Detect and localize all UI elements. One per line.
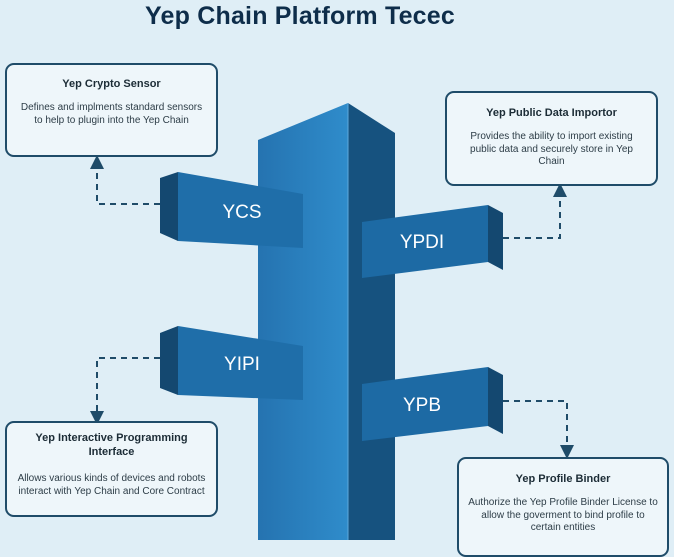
arm-yipi-label: YIPI	[224, 354, 260, 375]
diagram-title: Yep Chain Platform Tecec	[145, 2, 455, 30]
box-ypdi-title: Yep Public Data Importor	[486, 107, 617, 119]
box-ycs-description: Defines and implments standard sensors t…	[20, 102, 203, 126]
box-yep-profile-binder: Yep Profile Binder Authorize the Yep Pro…	[457, 457, 669, 557]
box-yep-interactive-programming-interface: Yep Interactive Programming Interface Al…	[5, 421, 218, 517]
arm-yipi: YIPI	[160, 326, 303, 400]
arm-ypb: YPB	[362, 367, 503, 441]
arm-ycs: YCS	[160, 172, 303, 248]
platform-diagram: YCS YPDI YIPI YPB	[90, 103, 574, 540]
arm-ypdi-label: YPDI	[400, 232, 444, 253]
pillar-side-face	[348, 103, 395, 540]
arm-yipi-side	[160, 326, 178, 395]
arm-ypdi-side	[488, 205, 503, 270]
box-yep-public-data-importor: Yep Public Data Importor Provides the ab…	[445, 91, 658, 186]
box-ycs-title: Yep Crypto Sensor	[62, 78, 161, 90]
connector-ypdi	[503, 183, 567, 239]
arm-ypb-side	[488, 367, 503, 434]
box-ypdi-description: Provides the ability to import existing …	[470, 131, 633, 167]
arm-yipi-front	[178, 326, 303, 400]
arm-ypdi-front	[362, 205, 488, 278]
arm-ypb-label: YPB	[403, 395, 441, 416]
arm-ycs-side	[160, 172, 178, 241]
box-ypb-title: Yep Profile Binder	[515, 473, 611, 485]
box-yipi-description: Allows various kinds of devices and robo…	[17, 473, 206, 497]
pillar-front-face	[258, 103, 348, 540]
connector-yipi	[90, 357, 160, 425]
central-pillar	[258, 103, 395, 540]
box-yep-crypto-sensor: Yep Crypto Sensor Defines and implments …	[5, 63, 218, 157]
arm-ypdi: YPDI	[362, 205, 503, 278]
arm-ycs-front	[178, 172, 303, 248]
arm-ycs-label: YCS	[222, 202, 261, 223]
arm-ypb-front	[362, 367, 488, 441]
box-yipi-title: Yep Interactive Programming Interface	[35, 432, 188, 458]
box-ypb-description: Authorize the Yep Profile Binder License…	[468, 497, 658, 533]
connector-ypb	[503, 400, 574, 459]
connector-ycs	[90, 155, 160, 205]
